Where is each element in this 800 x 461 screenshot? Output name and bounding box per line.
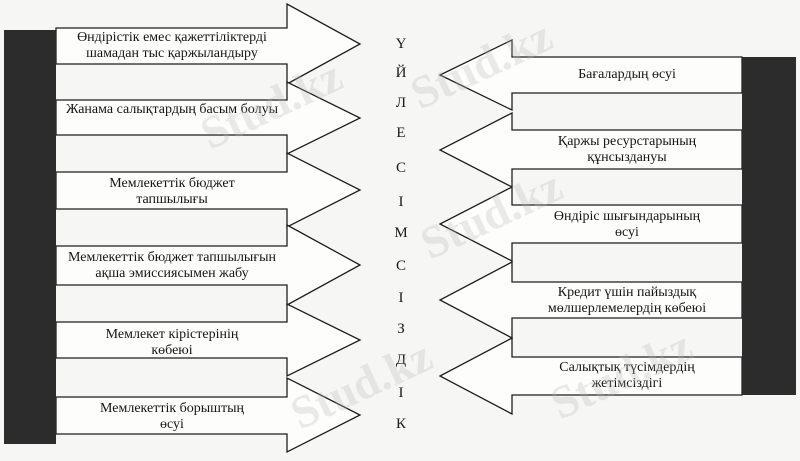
center-letter-12: І xyxy=(398,385,404,401)
right-item-3-line1: Өндіріс шығындарының xyxy=(553,209,701,224)
left-category-bar xyxy=(4,30,56,444)
left-item-6-line1: Мемлекеттік борыштың xyxy=(100,401,244,416)
center-letter-5: С xyxy=(395,160,406,176)
right-item-5-line1: Салықтық түсімдердің xyxy=(559,360,695,375)
center-letter-11: Д xyxy=(395,352,407,368)
left-arrow-3 xyxy=(55,151,362,229)
left-item-1: Өндірістік емес қажеттіліктерді шамадан … xyxy=(58,30,286,62)
left-item-2-line1: Жанама салықтардың басым болуы xyxy=(66,102,278,117)
left-item-3-line2: тапшылығы xyxy=(136,192,208,207)
right-item-3-line2: өсуі xyxy=(615,225,639,240)
center-letter-4: Е xyxy=(396,125,406,141)
left-item-5: Мемлекет кірістерінің көбеюі xyxy=(58,327,286,359)
left-item-5-line1: Мемлекет кірістерінің xyxy=(105,327,239,342)
left-arrow-6 xyxy=(55,376,362,454)
center-letter-2: Й xyxy=(395,65,407,81)
center-letter-9: І xyxy=(398,290,404,306)
right-arrow-3 xyxy=(438,185,743,263)
left-arrow-2 xyxy=(55,80,362,156)
right-category-bar xyxy=(742,57,796,395)
left-item-4: Мемлекеттік бюджет тапшылығын ақша эмисс… xyxy=(58,250,286,282)
right-item-5: Салықтық түсімдердің жетімсіздігі xyxy=(514,360,740,392)
left-item-6: Мемлекеттік борыштың өсуі xyxy=(58,401,286,433)
right-item-2: Қаржы ресурстарының құнсыздануы xyxy=(514,134,740,166)
left-item-4-line1: Мемлекеттік бюджет тапшылығын xyxy=(68,250,276,265)
left-item-3-line1: Мемлекеттік бюджет xyxy=(109,176,235,191)
center-letter-7: М xyxy=(394,225,408,241)
right-item-1: Бағалардың өсуі xyxy=(514,67,740,83)
right-arrow-1 xyxy=(438,38,743,112)
right-item-1-line1: Бағалардың өсуі xyxy=(578,67,676,82)
left-arrow-1 xyxy=(55,2,362,86)
left-item-4-line2: ақша эмиссиясымен жабу xyxy=(95,266,249,281)
right-item-3: Өндіріс шығындарының өсуі xyxy=(514,209,740,241)
left-arrow-4 xyxy=(55,223,362,307)
left-item-1-line2: шамадан тыс қаржыландыру xyxy=(86,46,258,61)
right-item-2-line2: құнсыздануы xyxy=(587,150,667,165)
center-letter-3: Л xyxy=(395,95,407,111)
right-arrow-5 xyxy=(438,336,743,416)
left-item-6-line2: өсуі xyxy=(160,417,184,432)
right-item-2-line1: Қаржы ресурстарының xyxy=(557,134,697,149)
center-letter-13: К xyxy=(395,416,406,432)
center-letter-1: Ү xyxy=(395,36,407,52)
right-item-4-line2: мөлшерлемелердің көбеюі xyxy=(547,301,707,316)
center-letter-6: І xyxy=(398,194,404,210)
right-arrow-4 xyxy=(438,260,743,340)
left-arrow-5 xyxy=(55,302,362,378)
left-item-3: Мемлекеттік бюджет тапшылығы xyxy=(58,176,286,208)
left-item-2: Жанама салықтардың басым болуы xyxy=(58,102,286,118)
center-letter-10: З xyxy=(397,321,405,337)
center-letter-8: С xyxy=(395,258,406,274)
right-item-5-line2: жетімсіздігі xyxy=(591,376,663,391)
left-item-1-line1: Өндірістік емес қажеттіліктерді xyxy=(77,30,267,45)
right-arrow-2 xyxy=(438,111,743,189)
right-item-4: Кредит үшін пайыздық мөлшерлемелердің кө… xyxy=(514,285,740,317)
right-item-4-line1: Кредит үшін пайыздық xyxy=(557,285,697,300)
left-item-5-line2: көбеюі xyxy=(151,343,193,358)
